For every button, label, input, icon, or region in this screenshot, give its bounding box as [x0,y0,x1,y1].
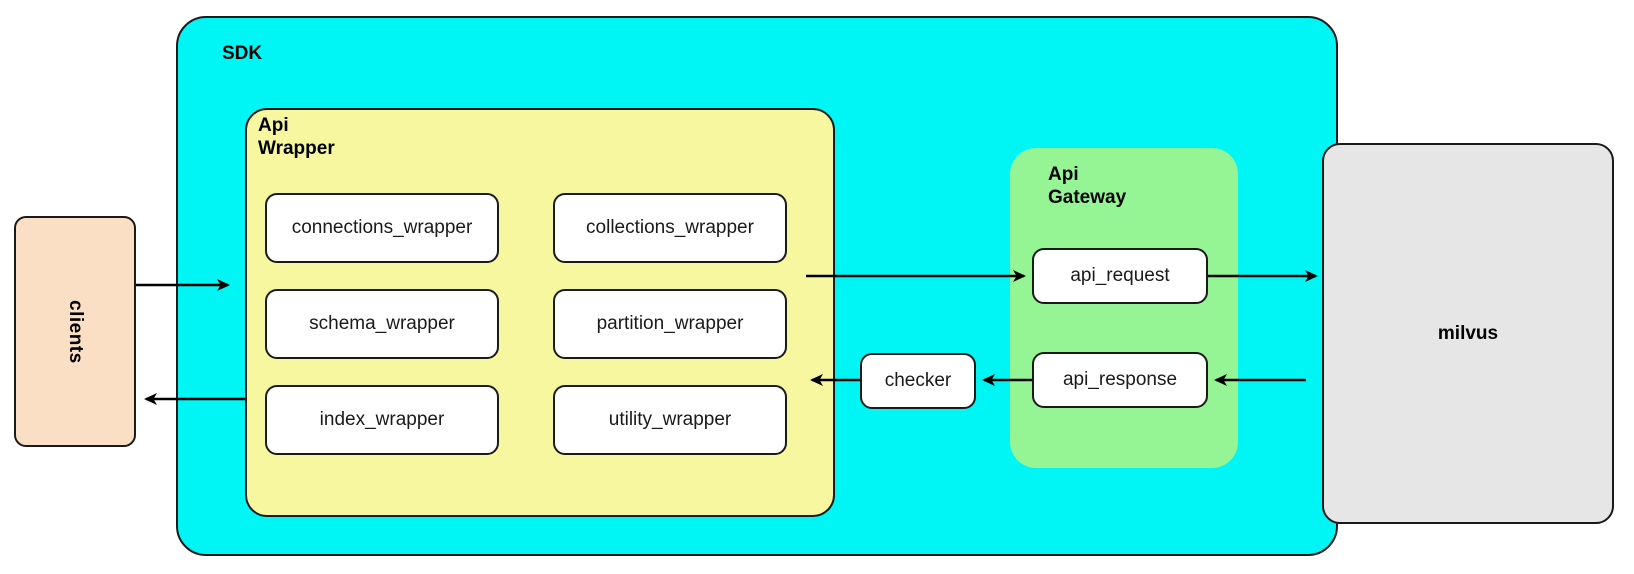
node-connections-wrapper[interactable]: connections_wrapper [265,193,499,263]
node-milvus[interactable] [1322,143,1614,524]
node-utility-wrapper[interactable]: utility_wrapper [553,385,787,455]
node-clients-label: clients [14,216,136,447]
node-collections-wrapper[interactable]: collections_wrapper [553,193,787,263]
container-api-gateway[interactable] [1010,148,1238,468]
container-api-wrapper-title: Api Wrapper [258,115,335,160]
node-checker[interactable]: checker [860,353,976,409]
clients-text: clients [65,299,86,364]
node-api-response[interactable]: api_response [1032,352,1208,408]
node-schema-wrapper[interactable]: schema_wrapper [265,289,499,359]
node-milvus-label: milvus [1437,322,1499,344]
node-partition-wrapper[interactable]: partition_wrapper [553,289,787,359]
container-sdk-title: SDK [222,43,263,64]
container-api-gateway-title: Api Gateway [1048,164,1127,209]
node-api-request[interactable]: api_request [1032,248,1208,304]
node-clients[interactable] [14,216,136,447]
node-index-wrapper[interactable]: index_wrapper [265,385,499,455]
